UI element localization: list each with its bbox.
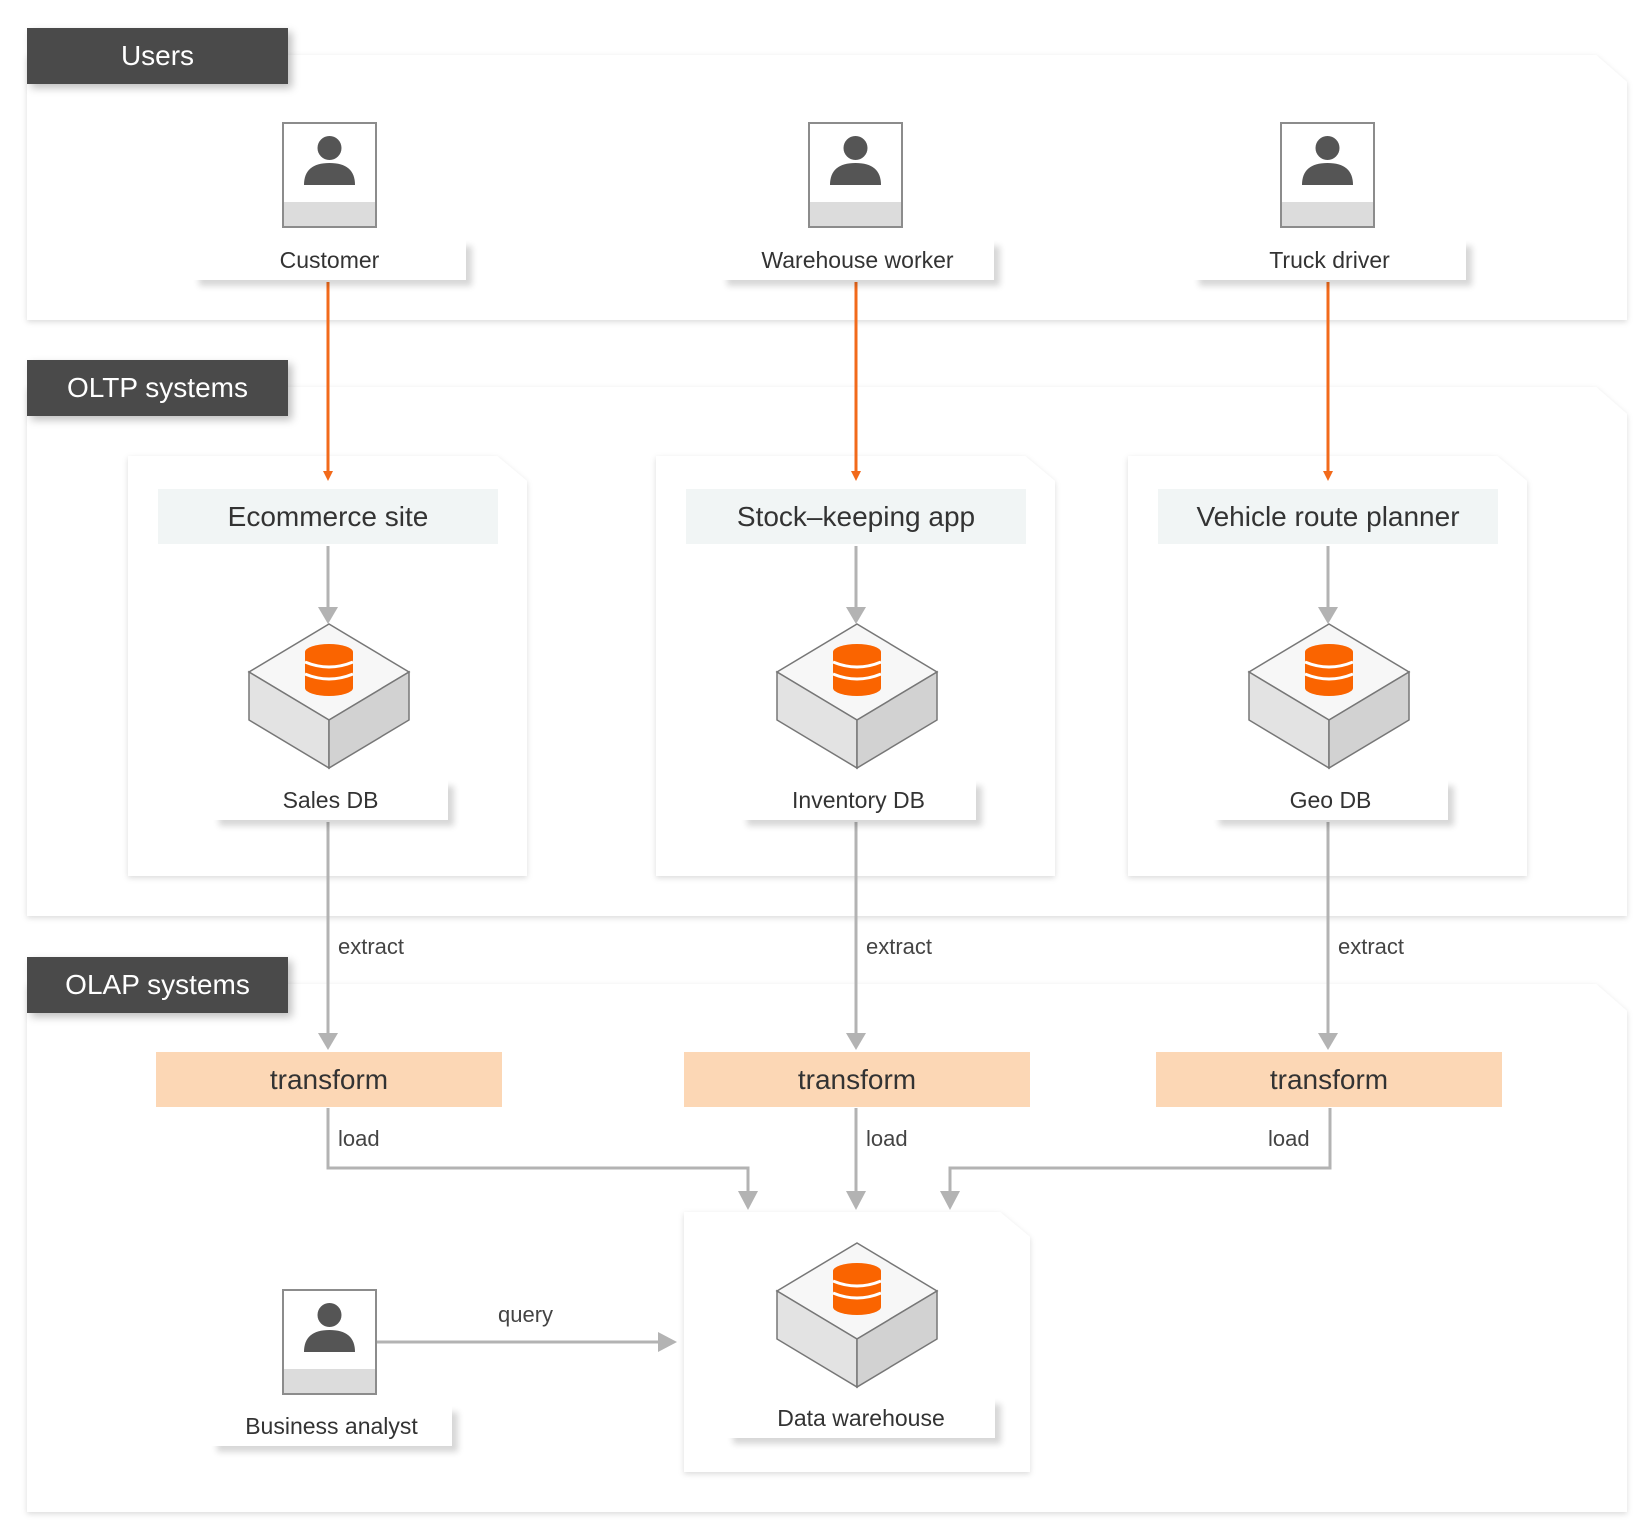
edge-label-load: load: [1268, 1126, 1310, 1151]
db-label-sales: Sales DB: [213, 780, 448, 820]
edge-label-query: query: [498, 1302, 554, 1327]
section-title-users: Users: [27, 28, 288, 84]
edge-label-extract: extract: [866, 934, 933, 959]
analyst-label: Business analyst: [211, 1406, 452, 1446]
arrow-extract: [318, 822, 1338, 1050]
person-icon: [282, 1289, 377, 1395]
section-title-oltp: OLTP systems: [27, 360, 288, 416]
app-box-stock-keeping-app: Stock–keeping app: [686, 489, 1026, 544]
arrow-load-heads: [738, 1191, 960, 1210]
person-icon: [1280, 122, 1375, 228]
arrow-load: [326, 1108, 1332, 1192]
person-icon: [808, 122, 903, 228]
user-label-customer: Customer: [193, 240, 466, 280]
edge-label-extract: extract: [1338, 934, 1405, 959]
transform-box: transform: [156, 1052, 502, 1107]
user-label-warehouse-worker: Warehouse worker: [721, 240, 994, 280]
transform-box: transform: [1156, 1052, 1502, 1107]
app-box-vehicle-route-planner: Vehicle route planner: [1158, 489, 1498, 544]
warehouse-label: Data warehouse: [727, 1398, 995, 1438]
db-label-inventory: Inventory DB: [741, 780, 976, 820]
edge-label-load: load: [338, 1126, 380, 1151]
arrow-app-to-db: [318, 546, 1338, 624]
section-title-olap: OLAP systems: [27, 957, 288, 1013]
db-label-geo: Geo DB: [1213, 780, 1448, 820]
edge-label-extract: extract: [338, 934, 405, 959]
app-box-ecommerce-site: Ecommerce site: [158, 489, 498, 544]
database-icon: [775, 623, 939, 770]
person-icon: [282, 122, 377, 228]
transform-box: transform: [684, 1052, 1030, 1107]
arrow-query: [377, 1332, 677, 1352]
user-label-truck-driver: Truck driver: [1193, 240, 1466, 280]
edge-label-load: load: [866, 1126, 908, 1151]
database-icon: [247, 623, 411, 770]
database-icon: [775, 1242, 939, 1389]
database-icon: [1247, 623, 1411, 770]
